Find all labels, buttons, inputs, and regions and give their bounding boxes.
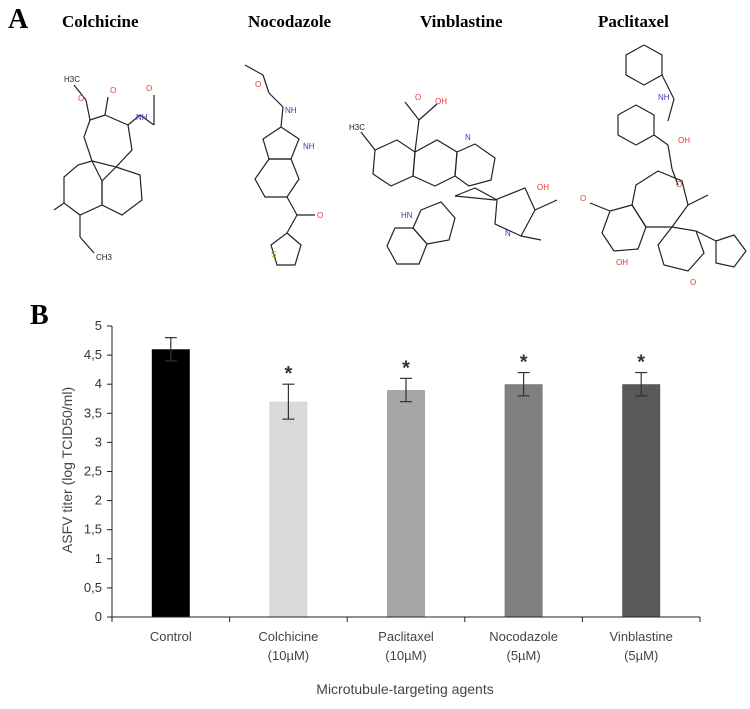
bars-group: * * * * [151, 337, 661, 617]
nocodazole-ester-o-label: O [255, 80, 261, 89]
titer-bar-chart: 0 0,5 1 1,5 2 2,5 3 3,5 4 4,5 5 * * * * Control Colchi… [59, 318, 701, 697]
panel-a-label: A [8, 4, 29, 35]
vinblastine-oh-label: OH [435, 97, 447, 106]
paclitaxel-nh-label: NH [658, 93, 670, 102]
paclitaxel-structure-icon: NH OH O O OH O [578, 44, 748, 305]
y-tick-label: 4,5 [84, 347, 102, 362]
vinblastine-ester-o-label: O [415, 93, 421, 102]
significance-marker: * [402, 357, 410, 379]
panel-b-label: B [30, 300, 49, 331]
nocodazole-nh-label: NH [285, 106, 297, 115]
vinblastine-methyl-label: H3C [349, 123, 365, 132]
x-category-label: Nocodazole [489, 629, 558, 644]
vinblastine-oh-label-2: OH [537, 183, 549, 192]
vinblastine-title: Vinblastine [420, 12, 503, 31]
y-tick-label: 1,5 [84, 522, 102, 537]
x-category-label: Control [150, 629, 192, 644]
y-tick-label: 2,5 [84, 464, 102, 479]
y-tick-label: 1 [95, 551, 102, 566]
x-category-label: Vinblastine [610, 629, 673, 644]
colchicine-nh-label: NH [136, 113, 148, 122]
colchicine-acetyl-o-label: O [146, 84, 152, 93]
paclitaxel-acetyl-o-label: O [580, 194, 586, 203]
y-tick-label: 2 [95, 493, 102, 508]
bar [504, 384, 543, 617]
significance-marker: * [520, 352, 528, 374]
y-tick-label: 0,5 [84, 580, 102, 595]
nocodazole-structure-icon: O NH NH O S [225, 55, 330, 280]
y-tick-label: 0 [95, 609, 102, 624]
colchicine-methoxy-o-label: O [78, 94, 84, 103]
vinblastine-structure-icon: O OH N H3C HN N OH [345, 60, 570, 275]
vinblastine-hn-label: HN [401, 211, 413, 220]
colchicine-title: Colchicine [62, 12, 139, 31]
bar [269, 401, 308, 617]
bar [151, 349, 190, 617]
significance-marker: * [637, 352, 645, 374]
colchicine-structure-icon: O NH O O H3C CH3 [50, 55, 160, 275]
x-category-label: Colchicine [258, 629, 318, 644]
nocodazole-ring-nh-label: NH [303, 142, 315, 151]
y-tick-label: 3,5 [84, 405, 102, 420]
bar [387, 390, 425, 617]
y-tick-label: 3 [95, 434, 102, 449]
vinblastine-n-label: N [465, 133, 471, 142]
nocodazole-ketone-o-label: O [317, 211, 323, 220]
y-axis: 0 0,5 1 1,5 2 2,5 3 3,5 4 4,5 5 [84, 318, 113, 624]
x-category-label: Paclitaxel [378, 629, 434, 644]
colchicine-methyl-label: H3C [64, 75, 80, 84]
paclitaxel-title: Paclitaxel [598, 12, 669, 31]
y-tick-label: 4 [95, 376, 102, 391]
x-axis-title: Microtubule-targeting agents [316, 681, 493, 697]
x-category-label: (5µM) [506, 648, 540, 663]
vinblastine-ring-n-label: N [505, 229, 511, 238]
nocodazole-title: Nocodazole [248, 12, 332, 31]
paclitaxel-oh-label-2: OH [616, 258, 628, 267]
colchicine-ketone-label: O [110, 86, 116, 95]
colchicine-methyl-label-2: CH3 [96, 253, 113, 262]
x-category-label: (10µM) [385, 648, 426, 663]
y-axis-title: ASFV titer (log TCID50/ml) [59, 387, 75, 553]
x-category-label: (5µM) [624, 648, 658, 663]
paclitaxel-ester-o-label: O [676, 180, 682, 189]
x-axis: Control Colchicine (10µM) Paclitaxel (10µM) N… [111, 616, 701, 663]
significance-marker: * [285, 363, 293, 385]
paclitaxel-oxetane-o-label: O [690, 278, 696, 287]
y-tick-label: 5 [95, 318, 102, 333]
x-category-label: (10µM) [268, 648, 309, 663]
nocodazole-sulfur-label: S [271, 250, 276, 259]
bar [622, 384, 661, 617]
paclitaxel-oh-label: OH [678, 136, 690, 145]
